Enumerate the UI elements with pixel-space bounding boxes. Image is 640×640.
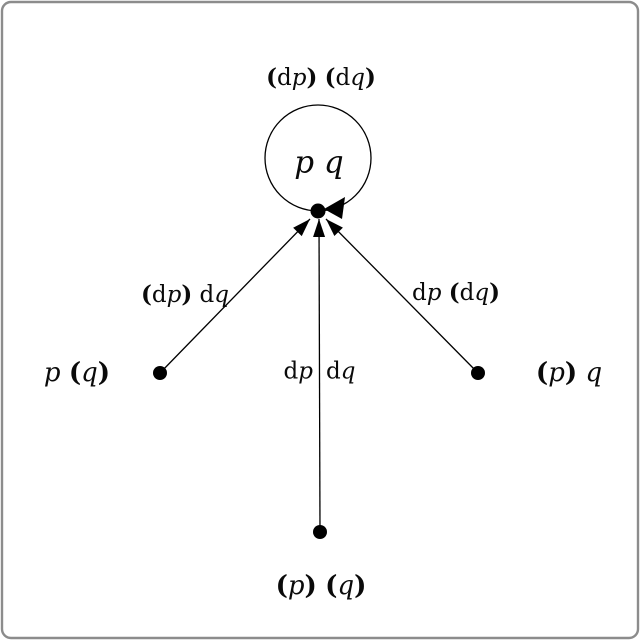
edge-from-not-p-q: [325, 218, 479, 374]
state-p-not-q-label: p (q): [43, 358, 111, 388]
edge-label-mid-left: dp: [283, 358, 313, 385]
node-not-p-not-q: [313, 525, 327, 539]
state-pq-label: p q: [294, 144, 344, 181]
edge-label-dp-dq-right: dp (dq): [411, 279, 501, 306]
edge-from-p-not-q: [159, 218, 311, 374]
node-pq: [310, 203, 326, 219]
edge-label-dp-dq-left: (dp) dq: [140, 281, 230, 308]
edge-label-mid-right: dq: [326, 358, 356, 385]
node-not-p-q: [471, 366, 485, 380]
self-loop-arrowhead-icon: [324, 197, 345, 219]
state-not-p-not-q-label: (p) (q): [275, 571, 367, 601]
self-loop-label: (dp) (dq): [266, 64, 376, 91]
node-p-not-q: [153, 366, 167, 380]
edge-from-not-p-not-q: [313, 218, 326, 533]
state-not-p-q-label: (p) q: [535, 358, 603, 388]
